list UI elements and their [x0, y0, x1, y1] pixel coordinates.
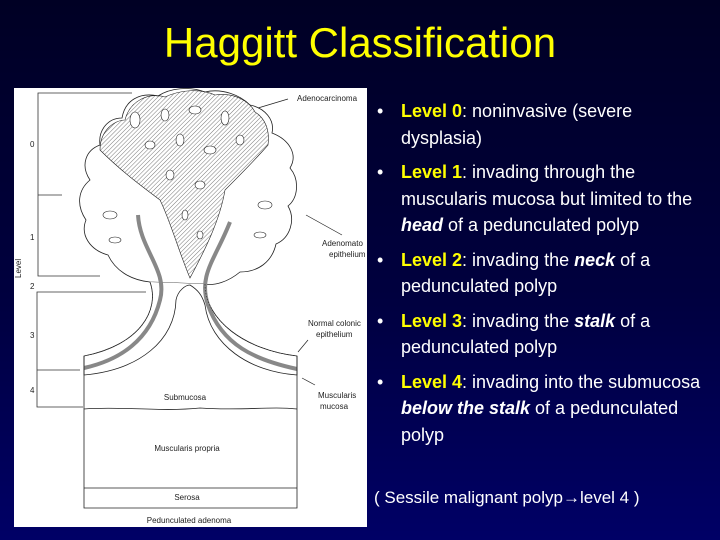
emphasis: below the stalk	[401, 398, 531, 418]
bullet-level-0: • Level 0: noninvasive (severe dysplasia…	[377, 101, 633, 148]
adenocarcinoma-region	[99, 90, 269, 279]
level-2-label: 2	[30, 282, 35, 291]
figure-caption: Pedunculated adenoma	[147, 516, 232, 525]
wall-layers	[83, 356, 298, 509]
muscularis-mucosa-band	[83, 214, 298, 371]
level-term: Level 0	[401, 101, 463, 121]
normal-epithelium-villi	[83, 281, 298, 357]
level-term: Level 4	[401, 371, 463, 392]
bullet-level-3: • Level 3: invading the stalk of a pedun…	[377, 310, 651, 358]
slide-title: Haggitt Classification	[163, 19, 557, 66]
level-1-label: 1	[30, 233, 35, 242]
label-adenomatous-2: epithelium	[329, 250, 366, 259]
level-term: Level 3	[401, 310, 463, 331]
level-term: Level 2	[401, 249, 463, 270]
gland-lumens	[102, 105, 273, 244]
label-muscularis-propria: Muscularis propria	[154, 444, 220, 453]
label-serosa: Serosa	[174, 493, 200, 502]
label-normal-2: epithelium	[316, 330, 353, 339]
bullet-level-4: • Level 4: invading into the submucosa b…	[377, 371, 701, 445]
bullet-level-1: • Level 1: invading through the muscular…	[377, 162, 693, 235]
level-3-label: 3	[30, 331, 35, 340]
level-axis-label: Level	[14, 259, 23, 278]
level-4-label: 4	[30, 386, 35, 395]
emphasis: stalk	[574, 310, 616, 331]
label-normal-1: Normal colonic	[308, 319, 361, 328]
bullet-list: • Level 0: noninvasive (severe dysplasia…	[372, 98, 712, 456]
level-term: Level 1	[401, 162, 463, 182]
sessile-note: ( Sessile malignant polyp→level 4 )	[374, 488, 640, 507]
label-adenocarcinoma: Adenocarcinoma	[297, 94, 358, 103]
label-arrows	[257, 98, 343, 386]
label-muscularis-mucosa-2: mucosa	[320, 402, 349, 411]
label-muscularis-mucosa-1: Muscularis	[318, 391, 356, 400]
emphasis: neck	[574, 249, 616, 270]
emphasis: head	[401, 215, 444, 235]
label-submucosa: Submucosa	[164, 393, 207, 402]
label-adenomatous-1: Adenomato	[322, 239, 363, 248]
level-0-label: 0	[30, 140, 35, 149]
bullet-level-2: • Level 2: invading the neck of a pedunc…	[377, 249, 651, 297]
level-brackets	[36, 92, 146, 408]
